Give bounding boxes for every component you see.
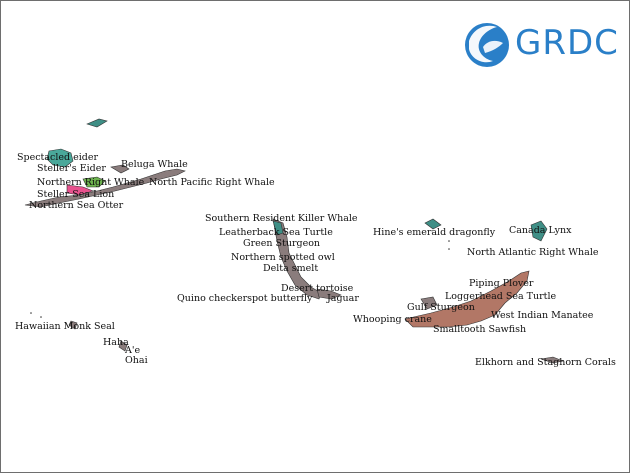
species-label: Canada Lynx bbox=[509, 225, 572, 236]
species-label: West Indian Manatee bbox=[491, 310, 594, 321]
species-label: Ohai bbox=[125, 355, 148, 366]
region-hawaii-islet bbox=[40, 316, 42, 318]
species-label: North Pacific Right Whale bbox=[149, 177, 275, 188]
species-label: Delta smelt bbox=[263, 263, 319, 274]
species-label: Green Sturgeon bbox=[243, 238, 321, 249]
species-label: Northern spotted owl bbox=[231, 252, 335, 263]
species-label: Whooping crane bbox=[353, 314, 432, 325]
region-spectacled-eider bbox=[46, 148, 74, 168]
species-label: Smalltooth Sawfish bbox=[433, 324, 527, 335]
species-label: Gulf Sturgeon bbox=[407, 302, 475, 313]
species-label: Leatherback Sea Turtle bbox=[219, 227, 333, 238]
species-label: Northern Sea Otter bbox=[29, 200, 124, 211]
region-hawaii-islet bbox=[448, 240, 450, 242]
region-hawaii-islet bbox=[448, 248, 450, 250]
species-label: Hawaiian Monk Seal bbox=[15, 321, 115, 332]
region-southeast-grey bbox=[420, 296, 438, 310]
region-corals bbox=[540, 356, 565, 364]
species-label: Hine's emerald dragonfly bbox=[373, 227, 496, 238]
region-beluga bbox=[110, 164, 130, 174]
region-sea-lion bbox=[66, 184, 94, 196]
region-southwest bbox=[316, 288, 342, 300]
brand-logo: GRDC bbox=[463, 15, 618, 75]
region-aleutian-chain bbox=[24, 168, 186, 208]
species-label: Steller Sea Lion bbox=[37, 189, 115, 200]
species-label: Southern Resident Killer Whale bbox=[205, 213, 358, 224]
species-label: Desert tortoise bbox=[281, 283, 354, 294]
brand-name: GRDC bbox=[515, 23, 619, 63]
region-canada-lynx bbox=[530, 220, 548, 242]
species-label: Haha bbox=[103, 337, 129, 348]
region-west-coast-green bbox=[272, 220, 284, 236]
species-label: Northern Right Whale bbox=[37, 177, 145, 188]
species-label: Quino checkerspot butterfly bbox=[177, 293, 313, 304]
species-label: Elkhorn and Staghorn Corals bbox=[475, 357, 616, 368]
species-label: Loggerhead Sea Turtle bbox=[445, 291, 557, 302]
globe-logo-icon bbox=[465, 23, 509, 67]
region-arctic-islet bbox=[86, 118, 108, 128]
region-hawaii-islet bbox=[30, 312, 32, 314]
region-southeast-coast bbox=[404, 270, 530, 328]
species-label: Steller's Eider bbox=[37, 163, 106, 174]
species-label: Beluga Whale bbox=[121, 159, 188, 170]
region-hawaii-west bbox=[68, 320, 78, 330]
species-label: A'e bbox=[125, 345, 141, 356]
species-label: North Atlantic Right Whale bbox=[467, 247, 599, 258]
region-steller-eider bbox=[82, 176, 106, 188]
species-label: Jaguar bbox=[327, 293, 359, 304]
species-label: Spectacled eider bbox=[17, 152, 99, 163]
region-hawaii-main bbox=[118, 340, 128, 352]
region-hines-dragonfly bbox=[424, 218, 442, 230]
species-label: Piping Plover bbox=[469, 278, 534, 289]
